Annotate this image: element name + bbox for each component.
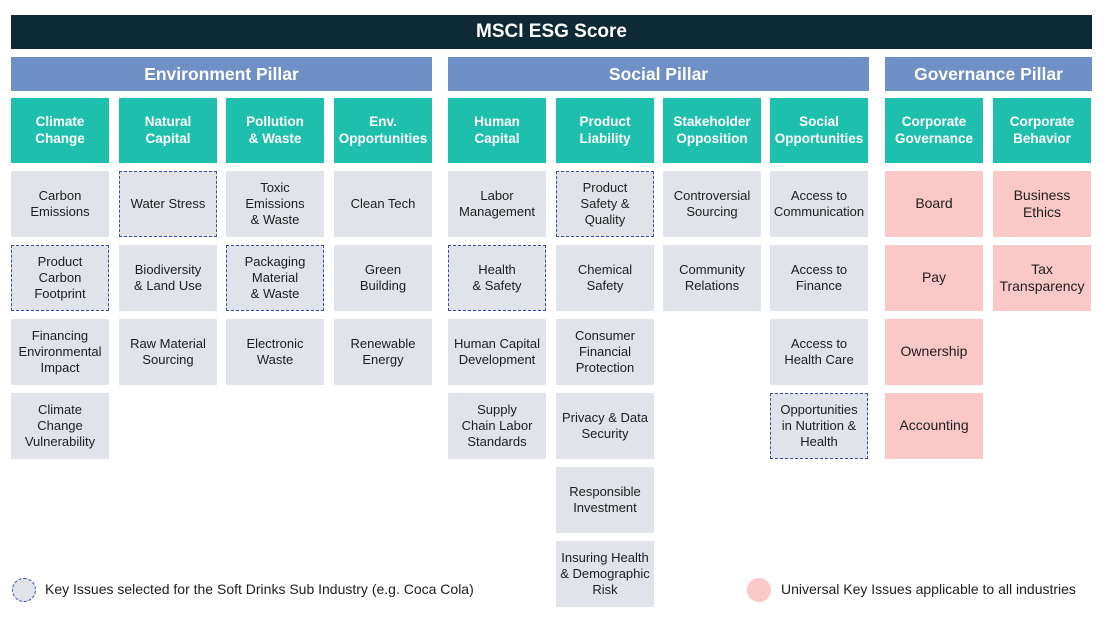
theme-corporate-governance: Corporate Governance bbox=[885, 98, 983, 163]
msci-esg-score-title: MSCI ESG Score bbox=[11, 15, 1092, 49]
theme-product-liability: Product Liability bbox=[556, 98, 654, 163]
issue-tax-transparency: Tax Transparency bbox=[993, 245, 1091, 311]
issue-health-safety: Health & Safety bbox=[448, 245, 546, 311]
theme-pollution-waste: Pollution & Waste bbox=[226, 98, 324, 163]
issue-packaging-material-waste: Packaging Material & Waste bbox=[226, 245, 324, 311]
issue-product-carbon-footprint: Product Carbon Footprint bbox=[11, 245, 109, 311]
governance-pillar-header: Governance Pillar bbox=[885, 57, 1092, 91]
issue-community-relations: Community Relations bbox=[663, 245, 761, 311]
issue-controversial-sourcing: Controversial Sourcing bbox=[663, 171, 761, 237]
issue-clean-tech: Clean Tech bbox=[334, 171, 432, 237]
key-issue-legend-icon bbox=[12, 578, 36, 602]
universal-issue-legend-text: Universal Key Issues applicable to all i… bbox=[781, 581, 1076, 597]
issue-insuring-health-demographic-risk: Insuring Health & Demographic Risk bbox=[556, 541, 654, 607]
theme-corporate-behavior: Corporate Behavior bbox=[993, 98, 1091, 163]
issue-chemical-safety: Chemical Safety bbox=[556, 245, 654, 311]
issue-responsible-investment: Responsible Investment bbox=[556, 467, 654, 533]
issue-accounting: Accounting bbox=[885, 393, 983, 459]
universal-issue-legend-icon bbox=[747, 578, 771, 602]
issue-product-safety-quality: Product Safety & Quality bbox=[556, 171, 654, 237]
issue-climate-change-vulnerability: Climate Change Vulnerability bbox=[11, 393, 109, 459]
issue-toxic-emissions-waste: Toxic Emissions & Waste bbox=[226, 171, 324, 237]
issue-access-to-communication: Access to Communication bbox=[770, 171, 868, 237]
issue-raw-material-sourcing: Raw Material Sourcing bbox=[119, 319, 217, 385]
issue-privacy-data-security: Privacy & Data Security bbox=[556, 393, 654, 459]
theme-human-capital: Human Capital bbox=[448, 98, 546, 163]
issue-green-building: Green Building bbox=[334, 245, 432, 311]
issue-supply-chain-labor-standards: Supply Chain Labor Standards bbox=[448, 393, 546, 459]
issue-ownership: Ownership bbox=[885, 319, 983, 385]
key-issue-legend-text: Key Issues selected for the Soft Drinks … bbox=[45, 581, 474, 597]
issue-opportunities-nutrition-health: Opportunities in Nutrition & Health bbox=[770, 393, 868, 459]
issue-pay: Pay bbox=[885, 245, 983, 311]
environment-pillar-header: Environment Pillar bbox=[11, 57, 432, 91]
issue-renewable-energy: Renewable Energy bbox=[334, 319, 432, 385]
social-pillar-header: Social Pillar bbox=[448, 57, 869, 91]
issue-human-capital-development: Human Capital Development bbox=[448, 319, 546, 385]
issue-labor-management: Labor Management bbox=[448, 171, 546, 237]
issue-business-ethics: Business Ethics bbox=[993, 171, 1091, 237]
theme-climate-change: Climate Change bbox=[11, 98, 109, 163]
issue-financing-environmental-impact: Financing Environmental Impact bbox=[11, 319, 109, 385]
theme-env-opportunities: Env. Opportunities bbox=[334, 98, 432, 163]
issue-water-stress: Water Stress bbox=[119, 171, 217, 237]
issue-carbon-emissions: Carbon Emissions bbox=[11, 171, 109, 237]
issue-access-to-health-care: Access to Health Care bbox=[770, 319, 868, 385]
issue-biodiversity-land-use: Biodiversity & Land Use bbox=[119, 245, 217, 311]
issue-consumer-financial-protection: Consumer Financial Protection bbox=[556, 319, 654, 385]
theme-stakeholder-opposition: Stakeholder Opposition bbox=[663, 98, 761, 163]
issue-access-to-finance: Access to Finance bbox=[770, 245, 868, 311]
issue-board: Board bbox=[885, 171, 983, 237]
issue-electronic-waste: Electronic Waste bbox=[226, 319, 324, 385]
theme-natural-capital: Natural Capital bbox=[119, 98, 217, 163]
theme-social-opportunities: Social Opportunities bbox=[770, 98, 868, 163]
